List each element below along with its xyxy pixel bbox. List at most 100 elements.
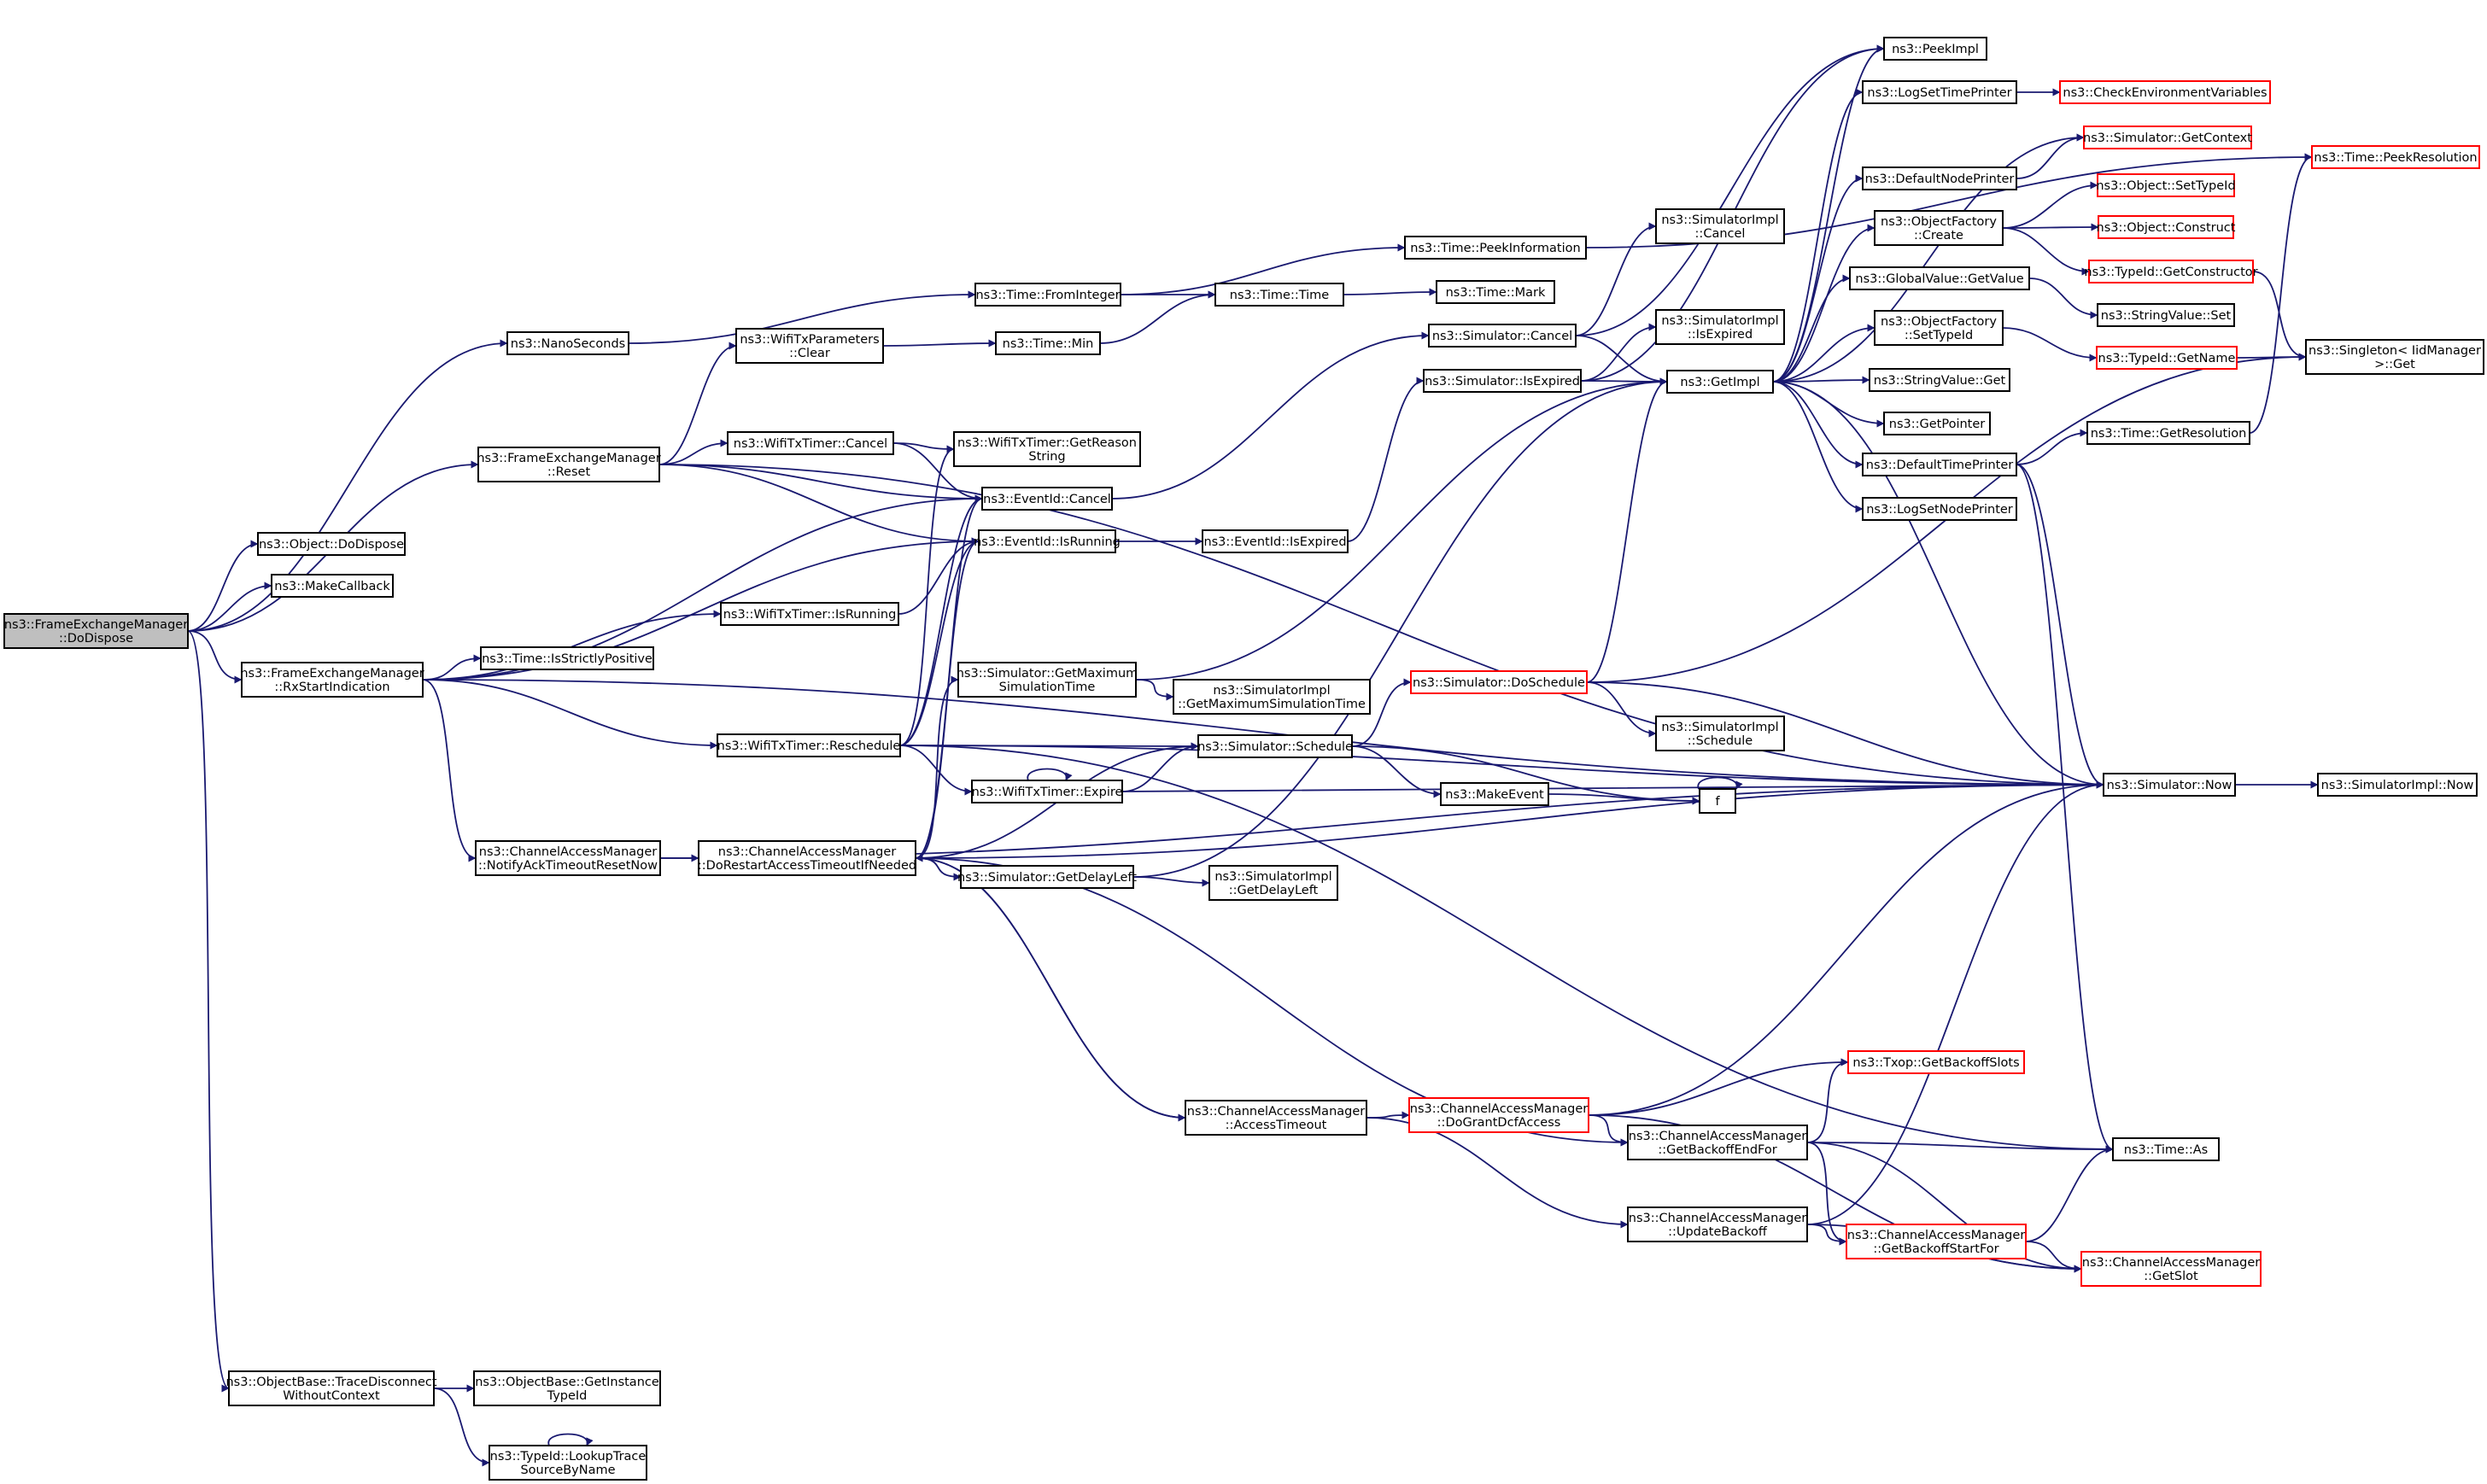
node-eventid-isexpired[interactable]: ns3::EventId::IsExpired [1202, 529, 1349, 553]
node-obj-dodispose[interactable]: ns3::Object::DoDispose [257, 532, 406, 556]
node-objfactory-create[interactable]: ns3::ObjectFactory::Create [1874, 210, 2004, 246]
node-cam-updatebackoff[interactable]: ns3::ChannelAccessManager::UpdateBackoff [1627, 1206, 1808, 1242]
node-objfactory-settype[interactable]: ns3::ObjectFactory::SetTypeId [1874, 310, 2004, 346]
node-label: ns3::FrameExchangeManager [4, 618, 188, 632]
node-cam-dogrant[interactable]: ns3::ChannelAccessManager::DoGrantDcfAcc… [1408, 1097, 1589, 1133]
node-defnodeprinter[interactable]: ns3::DefaultNodePrinter [1862, 167, 2017, 190]
node-getpointer[interactable]: ns3::GetPointer [1883, 412, 1991, 435]
node-globalvalue-get[interactable]: ns3::GlobalValue::GetValue [1849, 266, 2030, 290]
node-sim-now[interactable]: ns3::Simulator::Now [2103, 773, 2236, 797]
node-wifitxtimer-resched[interactable]: ns3::WifiTxTimer::Reschedule [717, 733, 901, 757]
edge-path [187, 630, 243, 684]
node-makecallback[interactable]: ns3::MakeCallback [271, 574, 394, 598]
node-wifitxtimer-isrunning[interactable]: ns3::WifiTxTimer::IsRunning [720, 602, 899, 626]
node-time-peekinfo[interactable]: ns3::Time::PeekInformation [1404, 236, 1587, 260]
node-stringvalue-get[interactable]: ns3::StringValue::Get [1869, 368, 2010, 392]
node-label: ns3::Time::As [2124, 1143, 2208, 1157]
node-txop-getbackoff[interactable]: ns3::Txop::GetBackoffSlots [1847, 1050, 2025, 1074]
edge-path [1772, 88, 1864, 383]
node-obase-trace[interactable]: ns3::ObjectBase::TraceDisconnectWithoutC… [225, 1370, 437, 1406]
node-sim-schedule[interactable]: ns3::Simulator::Schedule [1197, 734, 1353, 758]
node-sim-getcontext[interactable]: ns3::Simulator::GetContext [2083, 126, 2252, 149]
node-label: ns3::LogSetNodePrinter [1866, 503, 2013, 517]
node-sim-getmaxsim[interactable]: ns3::Simulator::GetMaximumSimulationTime [957, 662, 1138, 698]
node-typeid-getconstructor[interactable]: ns3::TypeId::GetConstructor [2084, 260, 2258, 283]
edge-path [2002, 327, 2098, 362]
node-typeid-getname[interactable]: ns3::TypeId::GetName [2096, 346, 2238, 370]
node-time-getresolution[interactable]: ns3::Time::GetResolution [2086, 421, 2250, 445]
node-box [1869, 368, 2010, 392]
node-obj-settypeid[interactable]: ns3::Object::SetTypeId [2096, 173, 2236, 197]
edge-eventid-isexpired-to-sim-isexpired [1347, 377, 1425, 542]
node-label: ns3::TypeId::LookupTrace [490, 1450, 647, 1464]
edge-path [1772, 381, 1864, 513]
node-logsetnode[interactable]: ns3::LogSetNodePrinter [1862, 497, 2017, 521]
node-singleton-get[interactable]: ns3::Singleton< IidManager >::Get [2305, 339, 2484, 375]
node-nanoseconds[interactable]: ns3::NanoSeconds [506, 331, 629, 355]
node-label: ::Cancel [1695, 227, 1746, 241]
edge-path [898, 537, 980, 615]
node-sim-doschedule[interactable]: ns3::Simulator::DoSchedule [1410, 670, 1588, 694]
node-label: ns3::SimulatorImpl [1661, 721, 1778, 734]
node-wifitxtimer-expire[interactable]: ns3::WifiTxTimer::Expire [971, 780, 1123, 803]
edge-cam-getbackoffend-to-cam-getbackoffstart [1806, 1142, 1847, 1246]
node-simimpl-isexpired[interactable]: ns3::SimulatorImpl::IsExpired [1655, 309, 1785, 345]
node-label: ns3::Simulator::GetMaximum [957, 667, 1138, 681]
node-simimpl-getdelayleft[interactable]: ns3::SimulatorImpl::GetDelayLeft [1208, 865, 1338, 901]
edge-path [2016, 429, 2088, 465]
node-makeevent[interactable]: ns3::MakeEvent [1440, 782, 1549, 806]
node-time-frominteger[interactable]: ns3::Time::FromInteger [974, 283, 1121, 307]
node-box [1428, 324, 1577, 348]
node-logsettime[interactable]: ns3::LogSetTimePrinter [1862, 80, 2017, 104]
node-getimpl[interactable]: ns3::GetImpl [1666, 370, 1774, 394]
node-eventid-isrunning[interactable]: ns3::EventId::IsRunning [974, 529, 1121, 553]
node-box [2083, 126, 2252, 149]
edge-typeid-lookup-to-typeid-lookup [547, 1433, 594, 1446]
edge-wifitxtimer-expire-to-wifitxtimer-expire [1027, 768, 1073, 781]
node-cam-dorestart[interactable]: ns3::ChannelAccessManager::DoRestartAcce… [698, 840, 916, 876]
node-time-min[interactable]: ns3::Time::Min [995, 331, 1101, 355]
node-deftimeprinter[interactable]: ns3::DefaultTimePrinter [1862, 453, 2017, 476]
node-box [1627, 1206, 1808, 1242]
node-label: ns3::ObjectBase::GetInstance [475, 1376, 659, 1389]
node-fem-rxstart[interactable]: ns3::FrameExchangeManager::RxStartIndica… [240, 662, 424, 698]
node-sim-isexpired[interactable]: ns3::Simulator::IsExpired [1423, 369, 1582, 393]
edge-cam-getbackoffstart-to-cam-getslot [2025, 1241, 2082, 1273]
edge-path [1806, 1142, 2114, 1154]
node-cam-notify[interactable]: ns3::ChannelAccessManager::NotifyAckTime… [475, 840, 661, 876]
node-sim-cancel[interactable]: ns3::Simulator::Cancel [1428, 324, 1577, 348]
node-eventid-cancel[interactable]: ns3::EventId::Cancel [981, 487, 1113, 511]
node-sim-getdelayleft[interactable]: ns3::Simulator::GetDelayLeft [957, 865, 1137, 889]
node-time-peekres[interactable]: ns3::Time::PeekResolution [2311, 145, 2480, 169]
node-time-isstrictly[interactable]: ns3::Time::IsStrictlyPositive [480, 646, 654, 670]
node-simimpl-getmax[interactable]: ns3::SimulatorImpl::GetMaximumSimulation… [1173, 679, 1371, 715]
node-cam-accesstimeout[interactable]: ns3::ChannelAccessManager::AccessTimeout [1185, 1100, 1367, 1136]
node-fem-reset[interactable]: ns3::FrameExchangeManager::Reset [477, 447, 661, 482]
node-obj-construct[interactable]: ns3::Object::Construct [2097, 215, 2236, 239]
node-peekimpl[interactable]: ns3::PeekImpl [1883, 37, 1987, 61]
edge-path [658, 464, 2104, 789]
node-wifitxtimer-cancel[interactable]: ns3::WifiTxTimer::Cancel [727, 431, 894, 455]
edge-sim-getdelayleft-to-getimpl [1132, 377, 1668, 878]
node-cam-getslot[interactable]: ns3::ChannelAccessManager::GetSlot [2080, 1251, 2262, 1287]
node-wifitxparams-clear[interactable]: ns3::WifiTxParameters::Clear [735, 328, 884, 364]
node-stringvalue-set[interactable]: ns3::StringValue::Set [2097, 303, 2235, 327]
node-label: ns3::FrameExchangeManager [240, 667, 424, 681]
node-cam-getbackoffstart[interactable]: ns3::ChannelAccessManager::GetBackoffSta… [1846, 1224, 2027, 1259]
node-root[interactable]: ns3::FrameExchangeManager::DoDispose [3, 613, 189, 649]
edge-path [422, 679, 718, 750]
node-checkenv[interactable]: ns3::CheckEnvironmentVariables [2059, 80, 2271, 104]
node-time-mark[interactable]: ns3::Time::Mark [1436, 280, 1555, 304]
node-f[interactable]: f [1699, 788, 1736, 814]
edge-wifitxtimer-expire-to-sim-schedule [1121, 742, 1199, 792]
node-time-time[interactable]: ns3::Time::Time [1214, 283, 1344, 307]
node-time-as[interactable]: ns3::Time::As [2112, 1137, 2220, 1161]
node-simimpl-now[interactable]: ns3::SimulatorImpl::Now [2317, 773, 2478, 797]
node-cam-getbackoffend[interactable]: ns3::ChannelAccessManager::GetBackoffEnd… [1627, 1125, 1808, 1160]
node-simimpl-cancel[interactable]: ns3::SimulatorImpl::Cancel [1655, 208, 1785, 244]
node-simimpl-schedule[interactable]: ns3::SimulatorImpl::Schedule [1655, 716, 1785, 751]
node-label: SimulationTime [999, 681, 1096, 694]
